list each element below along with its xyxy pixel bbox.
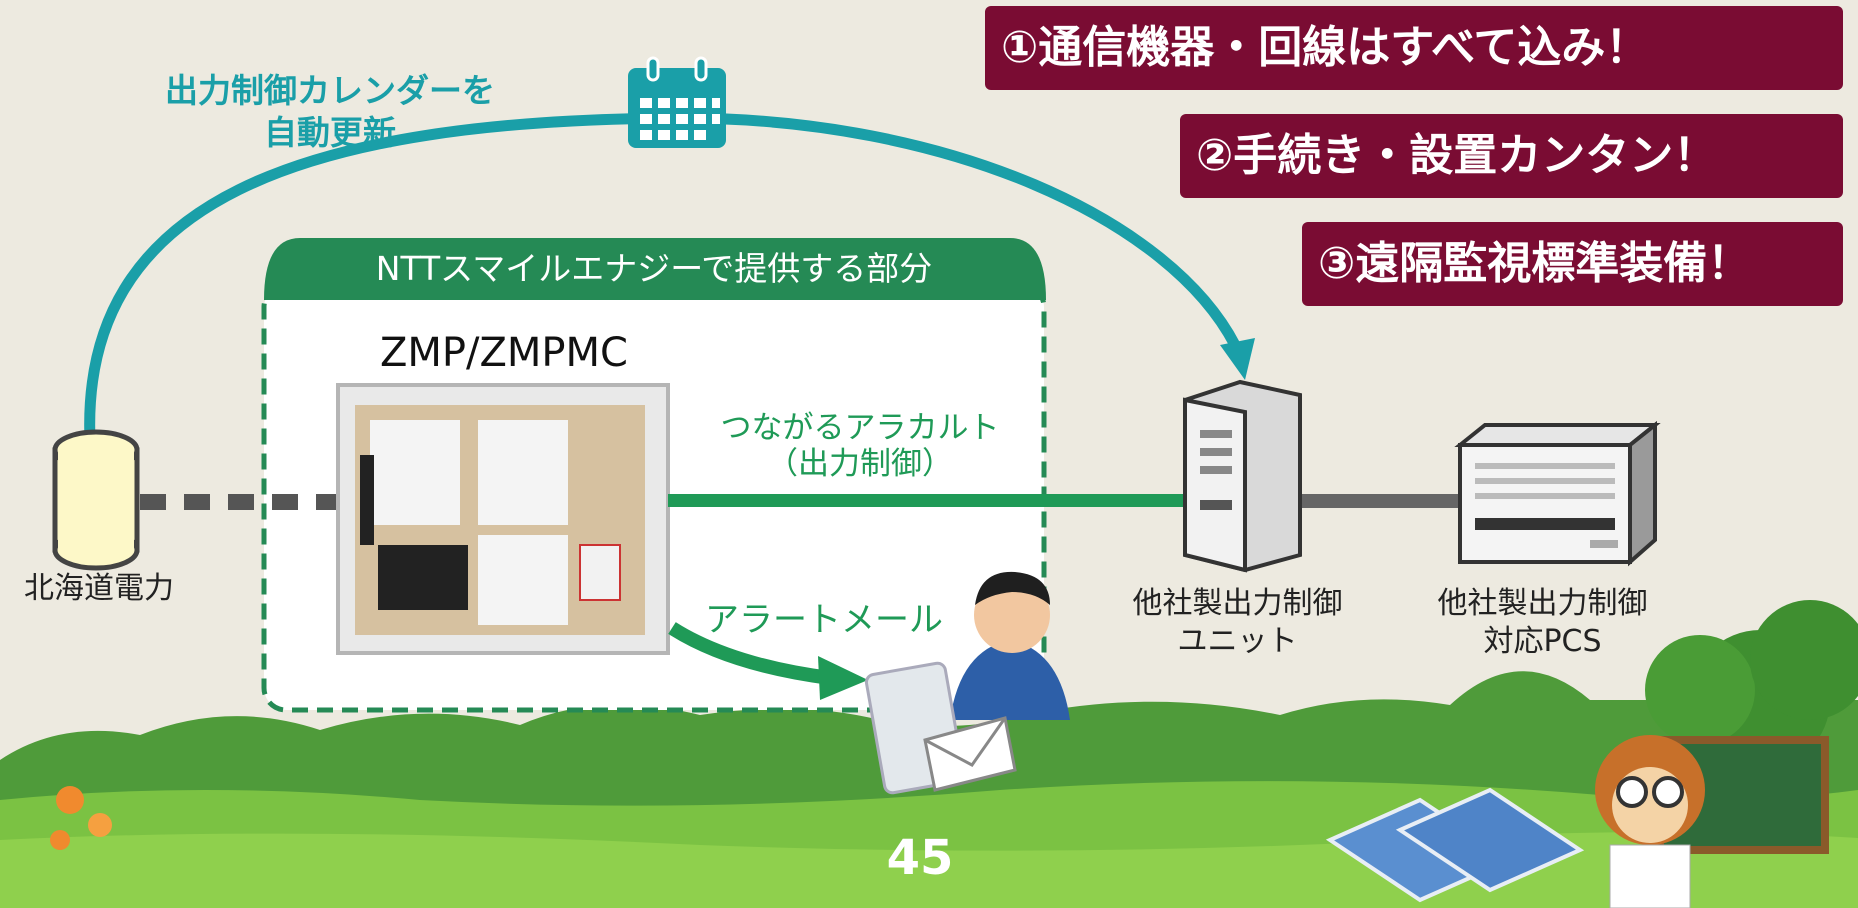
- pcs-label-line2: 対応PCS: [1483, 624, 1602, 659]
- control-unit-label: 他社製出力制御 ユニット: [1115, 585, 1360, 661]
- utility-link: [140, 494, 342, 510]
- calendar-icon: [628, 56, 726, 148]
- user-icon: [864, 571, 1070, 795]
- alert-arrow: [668, 622, 868, 700]
- calendar-label-line1: 出力制御カレンダーを: [165, 71, 495, 110]
- connection-label: つながるアラカルト （出力制御）: [700, 410, 1020, 482]
- control-unit-label-line2: ユニット: [1177, 624, 1298, 659]
- mascot-monkey: [1595, 735, 1829, 908]
- alert-mail-label: アラートメール: [705, 600, 943, 640]
- control-unit-label-line1: 他社製出力制御: [1132, 586, 1343, 621]
- connection-line: [668, 494, 1188, 507]
- banner-3: ③遠隔監視標準装備！: [1302, 222, 1843, 306]
- pcs-icon: [1454, 420, 1661, 567]
- server-icon: [1183, 379, 1302, 573]
- zmp-device: [336, 383, 670, 655]
- banner-1: ①通信機器・回線はすべて込み！: [985, 6, 1843, 90]
- pcs-label-line1: 他社製出力制御: [1437, 586, 1648, 621]
- utility-cylinder-icon: [52, 429, 140, 571]
- banner-2: ②手続き・設置カンタン！: [1180, 114, 1843, 198]
- utility-label: 北海道電力: [24, 571, 174, 606]
- provided-area-title: NTTスマイルエナジーで提供する部分: [375, 249, 933, 288]
- calendar-label-line2: 自動更新: [264, 113, 396, 152]
- device-label: ZMP/ZMPMC: [380, 330, 628, 376]
- pcs-label: 他社製出力制御 対応PCS: [1420, 585, 1665, 661]
- solar-panels: [1325, 787, 1585, 903]
- calendar-update-label: 出力制御カレンダーを 自動更新: [135, 70, 525, 154]
- connection-label-line2: （出力制御）: [767, 446, 953, 482]
- connection-label-line1: つながるアラカルト: [720, 410, 1000, 446]
- page-number: 45: [886, 830, 954, 886]
- pcs-link: [1295, 494, 1465, 508]
